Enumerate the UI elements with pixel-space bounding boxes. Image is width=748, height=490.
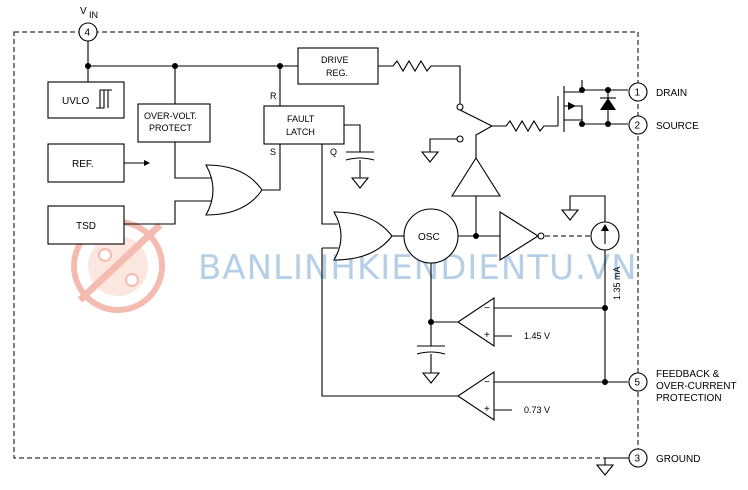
switch-arm (459, 109, 493, 127)
driver-buffer (451, 156, 501, 197)
comparator-1 (457, 296, 495, 348)
latch-q: Q (330, 147, 337, 157)
pin-3-number: 3 (635, 454, 641, 465)
uvlo-label: UVLO (62, 96, 89, 107)
uvlo-block (47, 81, 125, 119)
ref-label: REF. (72, 159, 94, 170)
ground-icon (560, 209, 580, 221)
inverter (499, 211, 540, 261)
ground-icon (595, 464, 615, 476)
pin-5 (628, 372, 648, 392)
pin-5-number: 5 (635, 378, 641, 389)
latch-r: R (270, 91, 277, 101)
ref-block (47, 143, 125, 183)
ovp-label-2: PROTECT (149, 123, 193, 133)
osc-label: OSC (418, 232, 440, 243)
feedback-label-2: OVER-CURRENT (656, 381, 737, 392)
ground-icon (421, 372, 441, 384)
ic-outline (13, 31, 639, 459)
vin-sub: IN (89, 10, 98, 20)
fault-label-2: LATCH (286, 127, 315, 137)
fault-latch-block (263, 105, 345, 145)
drain-label: DRAIN (656, 88, 687, 99)
comparator-2 (457, 370, 495, 422)
or-gate-2 (333, 211, 393, 261)
pin-4-number: 4 (85, 28, 91, 39)
pin-1-number: 1 (635, 88, 641, 99)
ground-icon (350, 177, 370, 189)
tsd-label: TSD (76, 221, 96, 232)
ovp-block (137, 103, 211, 143)
latch-s: S (270, 147, 276, 157)
or-gate-1 (205, 164, 263, 216)
ref-voltage-1: 1.45 V (524, 331, 550, 341)
feedback-label-1: FEEDBACK & (656, 369, 720, 380)
mosfet-icon (557, 80, 628, 132)
capacitor-plate-curved (345, 157, 375, 161)
ovp-label-1: OVER-VOLT. (144, 111, 197, 121)
ref-voltage-2: 0.73 V (524, 405, 550, 415)
vin-label: V (80, 6, 87, 17)
cmp2-minus: − (484, 377, 490, 388)
cmp2-plus: + (484, 404, 490, 415)
pin-1 (628, 82, 648, 102)
drive-label-2: REG. (326, 68, 348, 78)
hysteresis-icon (96, 89, 112, 109)
pin-2-number: 2 (635, 121, 641, 132)
tsd-block (47, 205, 125, 245)
drive-reg-block (297, 47, 379, 85)
ground-icon (420, 151, 440, 163)
cmp1-plus: + (484, 330, 490, 341)
feedback-label-3: PROTECTION (656, 393, 722, 404)
current-label: 1.35 mA (612, 266, 622, 300)
fault-label-1: FAULT (287, 114, 315, 124)
drive-label-1: DRIVE (321, 55, 349, 65)
pin-2 (628, 115, 648, 135)
cmp1-minus: − (484, 303, 490, 314)
source-label: SOURCE (656, 121, 699, 132)
ground-label: GROUND (656, 454, 700, 465)
arrow-icon (144, 160, 150, 166)
